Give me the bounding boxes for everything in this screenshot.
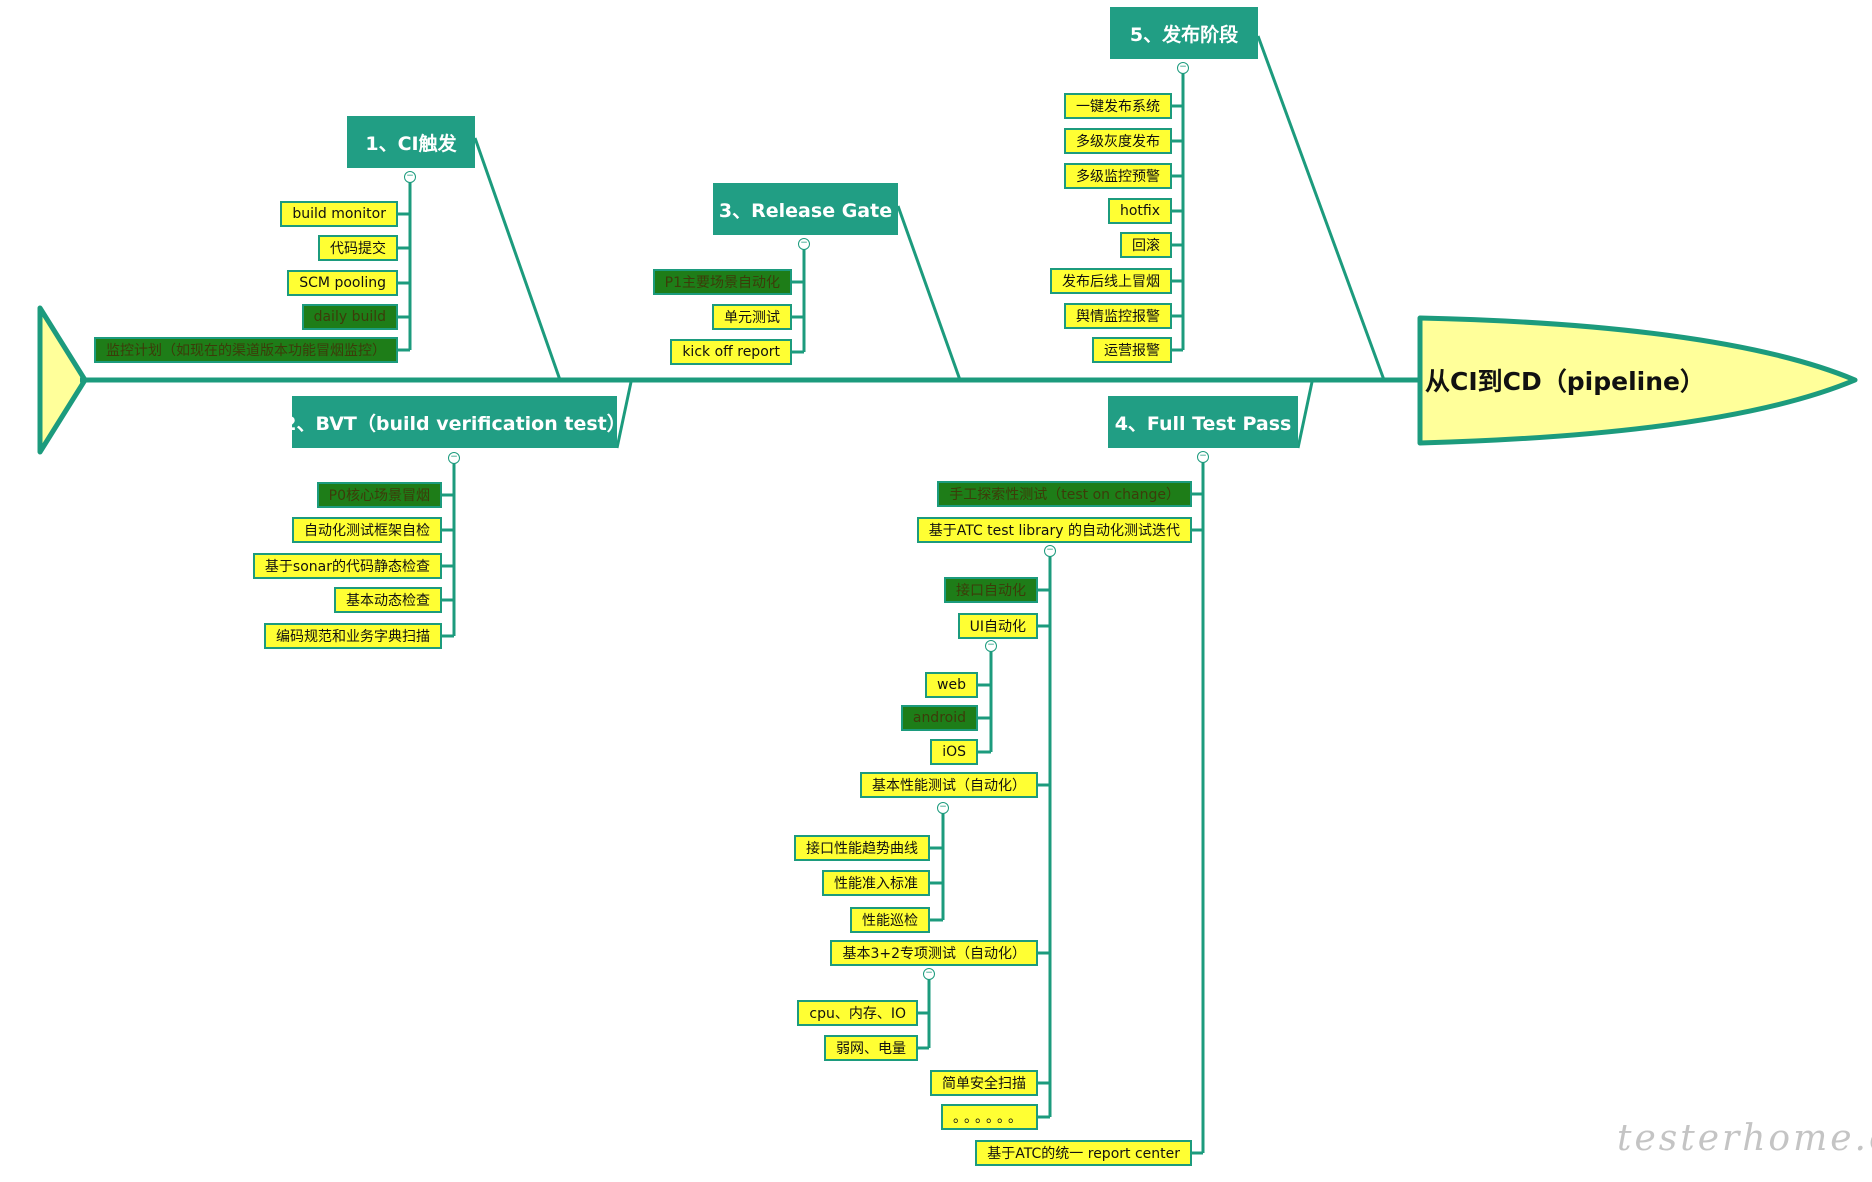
ui-item[interactable]: web bbox=[925, 672, 978, 698]
collapse-icon[interactable]: − bbox=[448, 452, 460, 464]
watermark: testerhome.com bbox=[1617, 1118, 1872, 1159]
collapse-icon[interactable]: − bbox=[1044, 545, 1056, 557]
topic-full-test-pass[interactable]: 4、Full Test Pass bbox=[1108, 396, 1298, 448]
perf-item[interactable]: 接口性能趋势曲线 bbox=[794, 835, 930, 861]
release-item[interactable]: 回滚 bbox=[1120, 232, 1172, 258]
collapse-icon[interactable]: − bbox=[1197, 451, 1209, 463]
bone-bvt bbox=[615, 381, 633, 449]
bvt-item[interactable]: 自动化测试框架自检 bbox=[292, 517, 442, 543]
special-item[interactable]: 弱网、电量 bbox=[824, 1035, 918, 1061]
gate-item[interactable]: kick off report bbox=[670, 339, 792, 365]
bvt-item[interactable]: 基于sonar的代码静态检查 bbox=[252, 553, 442, 579]
gate-item[interactable]: P1主要场景自动化 bbox=[652, 269, 792, 295]
bvt-item[interactable]: P0核心场景冒烟 bbox=[316, 482, 442, 508]
ci-item[interactable]: 代码提交 bbox=[318, 235, 398, 261]
release-item[interactable]: hotfix bbox=[1107, 198, 1172, 224]
topic-bvt[interactable]: 2、BVT（build verification test） bbox=[283, 396, 626, 448]
special-item[interactable]: cpu、内存、IO bbox=[797, 1000, 918, 1026]
release-item[interactable]: 舆情监控报警 bbox=[1064, 303, 1172, 329]
release-item[interactable]: 多级监控预警 bbox=[1064, 163, 1172, 189]
topic-release-stage[interactable]: 5、发布阶段 bbox=[1110, 7, 1258, 59]
connectors bbox=[398, 72, 1205, 1155]
collapse-icon[interactable]: − bbox=[923, 968, 935, 980]
head-title: 从CI到CD（pipeline） bbox=[1425, 367, 1705, 396]
bone-ci bbox=[473, 137, 562, 381]
full-item[interactable]: 基于ATC test library 的自动化测试迭代 bbox=[916, 517, 1192, 543]
atc-item[interactable]: 简单安全扫描 bbox=[930, 1070, 1038, 1096]
fish-tail bbox=[37, 305, 88, 455]
atc-item[interactable]: 基本性能测试（自动化） bbox=[860, 772, 1038, 798]
collapse-icon[interactable]: − bbox=[985, 640, 997, 652]
collapse-icon[interactable]: − bbox=[1177, 62, 1189, 74]
perf-item[interactable]: 性能准入标准 bbox=[822, 870, 930, 896]
release-item[interactable]: 一键发布系统 bbox=[1064, 93, 1172, 119]
bone-full bbox=[1296, 381, 1314, 449]
ci-item[interactable]: SCM pooling bbox=[287, 270, 398, 296]
perf-item[interactable]: 性能巡检 bbox=[850, 907, 930, 933]
ci-item[interactable]: build monitor bbox=[280, 201, 398, 227]
atc-item[interactable]: UI自动化 bbox=[957, 613, 1038, 639]
atc-item[interactable]: 接口自动化 bbox=[944, 577, 1038, 603]
collapse-icon[interactable]: − bbox=[798, 238, 810, 250]
gate-item[interactable]: 单元测试 bbox=[712, 304, 792, 330]
bone-release bbox=[1256, 35, 1386, 381]
bone-gate bbox=[896, 205, 962, 381]
fish-head bbox=[1417, 315, 1858, 446]
ui-item[interactable]: iOS bbox=[930, 739, 978, 765]
topic-ci[interactable]: 1、CI触发 bbox=[347, 116, 475, 168]
atc-item[interactable]: 。。。。。。 bbox=[941, 1104, 1038, 1130]
collapse-icon[interactable]: − bbox=[937, 802, 949, 814]
bones bbox=[473, 35, 1386, 449]
release-item[interactable]: 运营报警 bbox=[1092, 337, 1172, 363]
ui-item[interactable]: android bbox=[900, 705, 978, 731]
topic-release-gate[interactable]: 3、Release Gate bbox=[713, 183, 898, 235]
bvt-item[interactable]: 基本动态检查 bbox=[334, 587, 442, 613]
ci-item[interactable]: 监控计划（如现在的渠道版本功能冒烟监控） bbox=[94, 337, 398, 363]
full-item[interactable]: 基于ATC的统一 report center bbox=[975, 1140, 1192, 1166]
release-item[interactable]: 发布后线上冒烟 bbox=[1050, 268, 1172, 294]
full-item[interactable]: 手工探索性测试（test on change） bbox=[937, 481, 1192, 507]
ci-item[interactable]: daily build bbox=[301, 304, 398, 330]
bvt-item[interactable]: 编码规范和业务字典扫描 bbox=[264, 623, 442, 649]
atc-item[interactable]: 基本3+2专项测试（自动化） bbox=[830, 940, 1038, 966]
collapse-icon[interactable]: − bbox=[404, 171, 416, 183]
release-item[interactable]: 多级灰度发布 bbox=[1064, 128, 1172, 154]
